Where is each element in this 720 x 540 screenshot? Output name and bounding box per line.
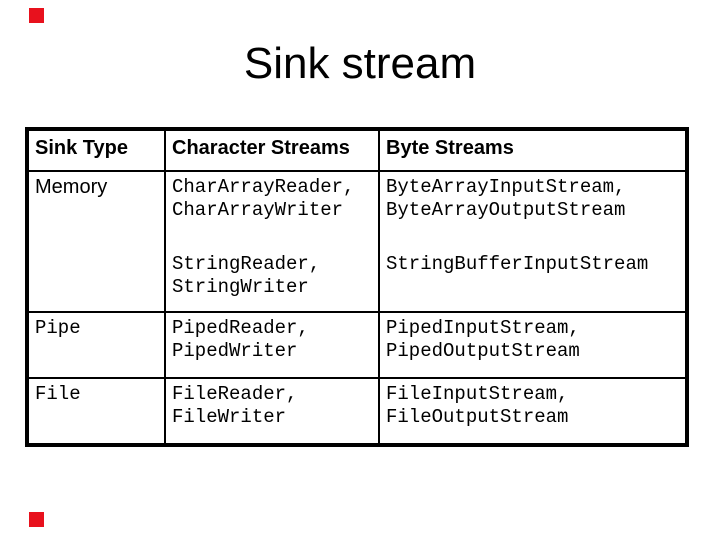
cell-line: File [35, 383, 81, 405]
column-header-character-streams: Character Streams [164, 128, 380, 172]
table-header-row: Sink Type Character Streams Byte Streams [26, 128, 688, 172]
code-line: StringWriter [172, 276, 309, 298]
red-corner-marker-bottom [29, 512, 44, 527]
code-line: CharArrayWriter [172, 199, 344, 221]
cell-memory-type: Memory [26, 170, 166, 313]
red-corner-marker-top [29, 8, 44, 23]
streams-table-container: Sink Type Character Streams Byte Streams… [25, 127, 689, 447]
cell-memory-character-streams: CharArrayReader, CharArrayWriter StringR… [164, 170, 380, 313]
cell-pipe-character-streams: PipedReader, PipedWriter [164, 311, 380, 379]
code-line: PipedWriter [172, 340, 298, 362]
code-line: PipedInputStream, [386, 317, 580, 339]
code-line: FileOutputStream [386, 406, 569, 428]
code-line: PipedReader, [172, 317, 309, 339]
streams-table: Sink Type Character Streams Byte Streams… [25, 127, 689, 447]
column-header-byte-streams: Byte Streams [378, 128, 688, 172]
code-line: ByteArrayInputStream, [386, 176, 626, 198]
code-line: ByteArrayOutputStream [386, 199, 626, 221]
code-line: FileInputStream, [386, 383, 569, 405]
cell-file-character-streams: FileReader, FileWriter [164, 377, 380, 446]
code-line: CharArrayReader, [172, 176, 355, 198]
cell-pipe-type: Pipe [26, 311, 166, 379]
code-line: PipedOutputStream [386, 340, 580, 362]
code-line: FileWriter [172, 406, 287, 428]
code-line: FileReader, [172, 383, 298, 405]
cell-pipe-byte-streams: PipedInputStream, PipedOutputStream [378, 311, 688, 379]
slide-title: Sink stream [243, 39, 477, 88]
code-line: StringBufferInputStream [386, 253, 649, 275]
table-row-memory: Memory CharArrayReader, CharArrayWriter … [26, 170, 688, 313]
column-header-sink-type: Sink Type [26, 128, 166, 172]
table-row-file: File FileReader, FileWriter FileInputStr… [26, 377, 688, 446]
code-line: StringReader, [172, 253, 321, 275]
cell-line: Pipe [35, 317, 81, 339]
blank-line [386, 222, 680, 253]
blank-line [172, 222, 373, 253]
cell-line: Memory [35, 176, 108, 198]
cell-memory-byte-streams: ByteArrayInputStream, ByteArrayOutputStr… [378, 170, 688, 313]
cell-file-type: File [26, 377, 166, 446]
table-row-pipe: Pipe PipedReader, PipedWriter PipedInput… [26, 311, 688, 379]
cell-file-byte-streams: FileInputStream, FileOutputStream [378, 377, 688, 446]
